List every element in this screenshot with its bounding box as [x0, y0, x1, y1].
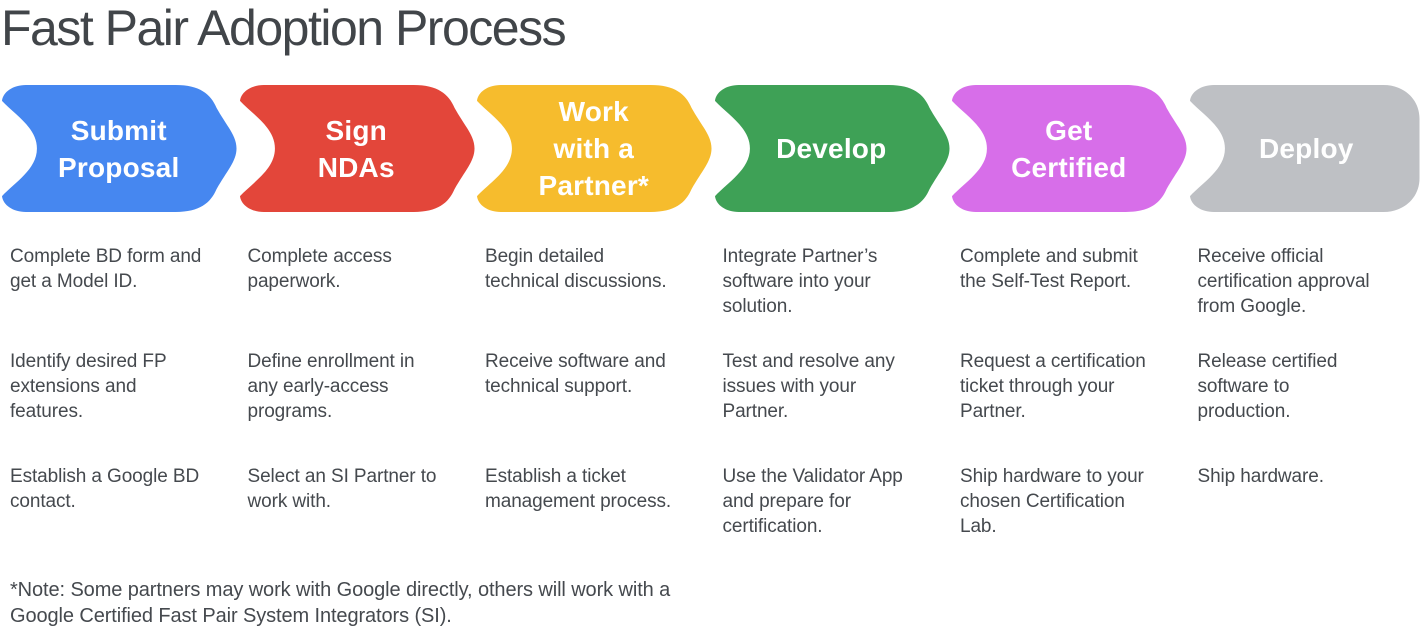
stage-chevron-shape — [951, 85, 1187, 212]
stage-submit-proposal: Submit Proposal Complete BD form and get… — [0, 85, 238, 632]
footnote: *Note: Some partners may work with Googl… — [10, 579, 671, 627]
stage-step-text: Test and resolve any issues with your Pa… — [722, 351, 895, 422]
stage-chevron-path — [1, 85, 237, 212]
stage-step-text: Complete BD form and get a Model ID. — [10, 246, 202, 292]
stage-shape-work-with-partner: Work with a Partner* — [475, 85, 713, 212]
stage-chevron-shape — [714, 85, 950, 212]
stage-chevron-path — [951, 85, 1187, 212]
stage-step-text: Select an SI Partner to work with. — [247, 466, 437, 512]
stage-step-text: Receive official certification approval … — [1197, 246, 1370, 317]
stage-label: Get Certified — [1011, 114, 1127, 183]
stage-step-text: Complete access paperwork. — [247, 246, 392, 292]
stage-step-text: Complete and submit the Self-Test Report… — [960, 246, 1138, 292]
stage-end-path — [1189, 85, 1420, 212]
stage-step-text: Receive software and technical support. — [485, 351, 666, 397]
process-stages: Submit Proposal Complete BD form and get… — [0, 85, 1423, 632]
stage-step-text: Integrate Partner’s software into your s… — [722, 246, 878, 317]
stage-shape-sign-ndas: Sign NDAs — [238, 85, 476, 212]
stage-chevron-shape — [239, 85, 475, 212]
stage-step-text: Begin detailed technical discussions. — [485, 246, 667, 292]
stage-shape-deploy: Deploy — [1188, 85, 1423, 212]
stage-step-text: Use the Validator App and prepare for ce… — [722, 466, 903, 537]
stage-step-text: Release certified software to production… — [1197, 351, 1338, 422]
stage-chevron-path — [239, 85, 475, 212]
stage-step-text: Request a certification ticket through y… — [960, 351, 1146, 422]
stage-chevron-path — [714, 85, 950, 212]
stage-label: Develop — [776, 133, 887, 164]
stage-step-text: Ship hardware to your chosen Certificati… — [960, 466, 1144, 537]
stage-work-with-partner: Work with a Partner* Begin detailed tech… — [475, 85, 713, 632]
stage-step-text: Establish a ticket management process. — [485, 466, 672, 512]
stage-shape-submit-proposal: Submit Proposal — [0, 85, 238, 212]
stage-label: Submit Proposal — [58, 114, 180, 183]
stage-chevron-shape — [1, 85, 237, 212]
stage-shape-develop: Develop — [713, 85, 951, 212]
stage-chevron-path — [476, 85, 712, 212]
stage-develop: Develop Integrate Partner’s software int… — [713, 85, 951, 632]
stage-label: Deploy — [1258, 133, 1354, 164]
stage-end-shape — [1189, 85, 1420, 212]
page-title: Fast Pair Adoption Process — [1, 0, 567, 56]
stage-get-certified: Get Certified Complete and submit the Se… — [950, 85, 1188, 632]
stage-deploy: Deploy Receive official certification ap… — [1188, 85, 1423, 632]
stage-step-text: Identify desired FP extensions and featu… — [10, 351, 167, 422]
stage-label: Work with a Partner* — [538, 96, 650, 201]
stage-step-text: Ship hardware. — [1197, 466, 1325, 487]
stage-step-text: Establish a Google BD contact. — [10, 466, 200, 512]
stage-chevron-shape — [476, 85, 712, 212]
stage-label: Sign NDAs — [317, 114, 395, 183]
stage-shape-get-certified: Get Certified — [950, 85, 1188, 212]
stage-sign-ndas: Sign NDAs Complete access paperwork. Def… — [238, 85, 476, 632]
stage-step-text: Define enrollment in any early-access pr… — [247, 351, 415, 422]
